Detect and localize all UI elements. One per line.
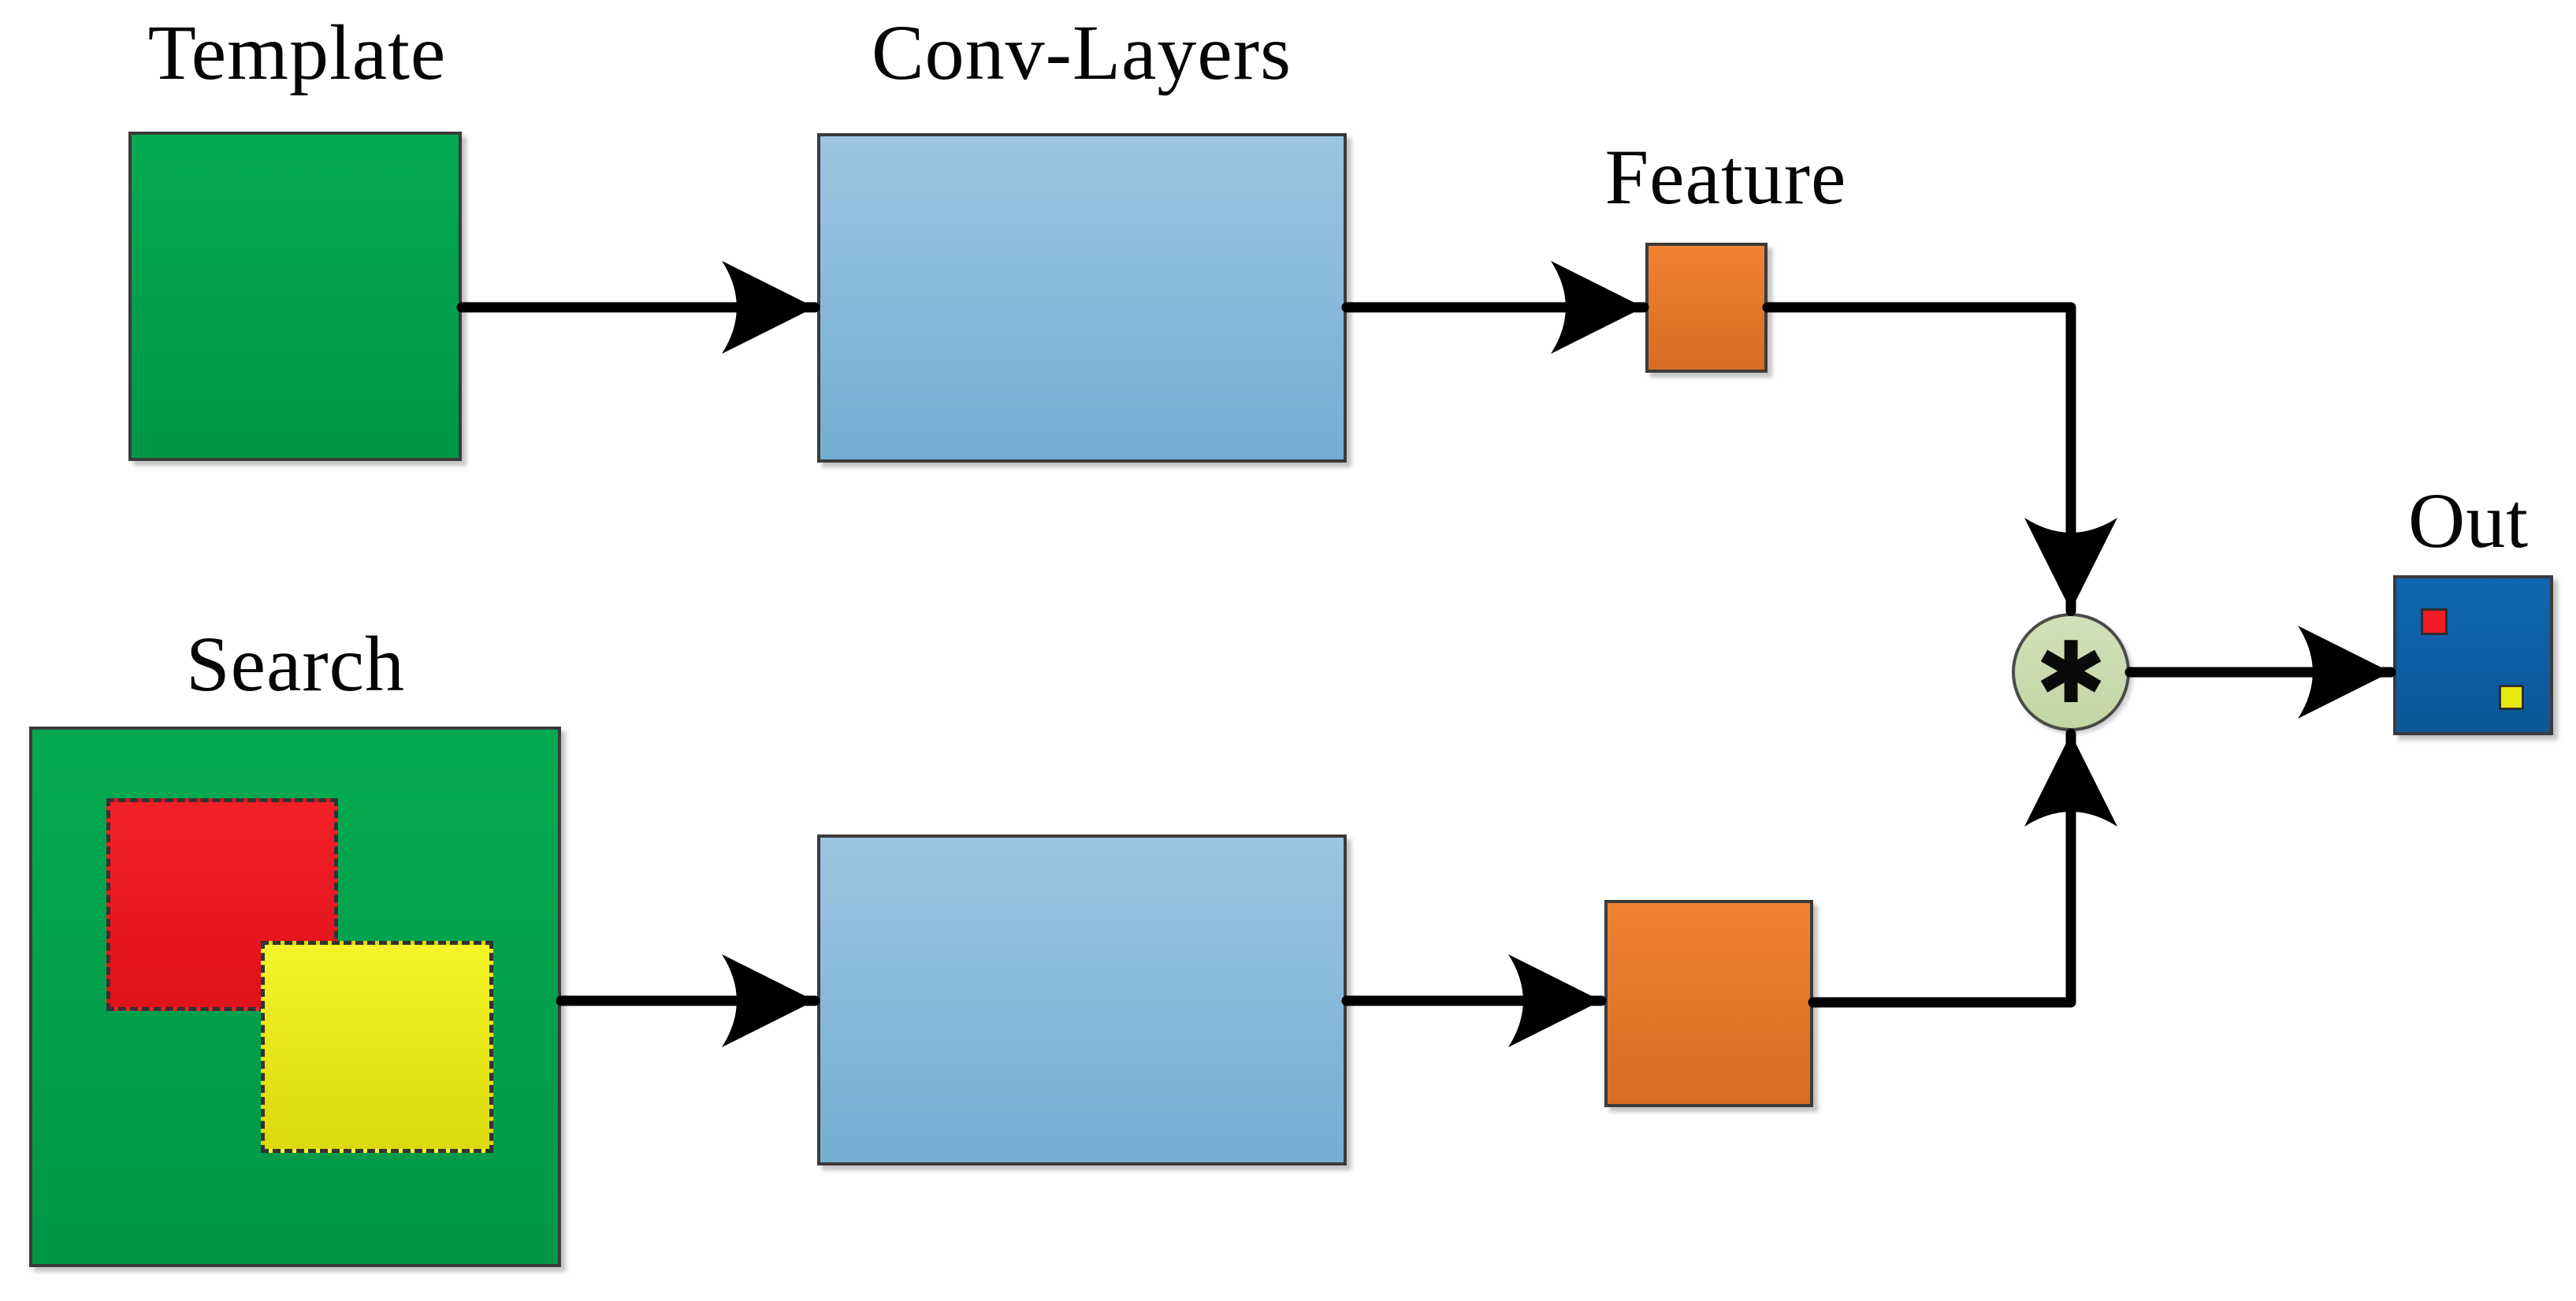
out-yellow-peak-marker xyxy=(2499,685,2524,710)
out-label: Out xyxy=(2408,477,2529,564)
search-image-box xyxy=(29,727,561,1267)
search-label: Search xyxy=(185,620,406,708)
out-response-map-box xyxy=(2393,575,2553,735)
conv-layers-label: Conv-Layers xyxy=(871,9,1292,96)
search-target-red-box xyxy=(106,798,338,1011)
template-label: Template xyxy=(147,9,447,96)
template-image-box xyxy=(128,132,462,461)
feature-map-top-box xyxy=(1645,243,1768,373)
cross-correlation-node: ✱ xyxy=(2012,613,2130,731)
arrow-feature-to-operator xyxy=(1762,302,2117,616)
asterisk-operator-icon: ✱ xyxy=(2035,624,2107,723)
feature-label: Feature xyxy=(1604,133,1847,221)
feature-map-bottom-box xyxy=(1604,900,1813,1107)
arrow-feature-bottom-to-operator xyxy=(1808,728,2117,1008)
out-red-peak-marker xyxy=(2421,608,2448,635)
search-target-yellow-box xyxy=(261,941,493,1153)
conv-layers-bottom-box xyxy=(817,834,1347,1165)
conv-layers-top-box xyxy=(817,133,1347,463)
